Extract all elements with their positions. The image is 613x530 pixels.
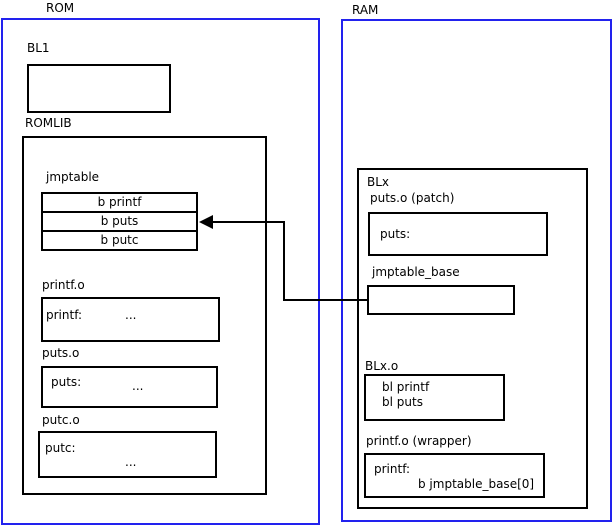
romlib-label: ROMLIB <box>25 116 72 130</box>
jmptable-label: jmptable <box>46 170 100 184</box>
puts-symbol: puts: <box>51 375 82 389</box>
blx-o-instruction-bl-printf: bl printf <box>382 380 430 394</box>
putc-symbol: putc: <box>45 441 76 455</box>
blx-box <box>357 168 588 509</box>
bl1-label: BL1 <box>27 41 50 55</box>
printf-o-label: printf.o <box>42 278 85 292</box>
arrow-segment-horizontal-lower <box>283 299 368 301</box>
printf-wrapper-box: printf: b jmptable_base[0] <box>364 453 545 498</box>
printf-symbol: printf: <box>46 308 83 322</box>
arrow-segment-horizontal-upper <box>212 221 284 223</box>
jmptable-entry-puts: b puts <box>41 211 198 232</box>
jmptable-base-box <box>367 285 515 315</box>
jmptable-box: b printf b puts b putc <box>41 192 198 251</box>
blx-o-box: bl printf bl puts <box>364 374 505 421</box>
puts-patch-box: puts: <box>368 212 548 256</box>
puts-o-box: puts: ... <box>41 366 218 408</box>
rom-region-title: ROM <box>46 1 75 15</box>
putc-o-box: putc: ... <box>38 431 217 478</box>
puts-patch-label: puts.o (patch) <box>370 191 455 205</box>
printf-body-ellipsis: ... <box>125 308 137 322</box>
blx-o-instruction-bl-puts: bl puts <box>382 395 423 409</box>
blx-o-label: BLx.o <box>365 359 399 373</box>
jmptable-base-label: jmptable_base <box>372 265 460 279</box>
ram-region-frame <box>341 19 612 522</box>
printf-wrapper-symbol: printf: <box>374 462 411 476</box>
putc-body-ellipsis: ... <box>125 455 137 469</box>
ram-region-title: RAM <box>352 3 379 17</box>
arrow-segment-vertical <box>283 221 285 301</box>
arrow-head-icon <box>199 215 213 229</box>
jmptable-entry-printf: b printf <box>41 192 198 213</box>
romlib-box <box>22 136 267 495</box>
puts-o-label: puts.o <box>42 346 80 360</box>
printf-o-box: printf: ... <box>41 297 220 342</box>
printf-wrapper-label: printf.o (wrapper) <box>366 434 472 448</box>
rom-region-frame <box>1 18 320 525</box>
putc-o-label: putc.o <box>42 413 80 427</box>
puts-patch-symbol: puts: <box>380 227 411 241</box>
bl1-box <box>27 64 171 113</box>
jmptable-entry-putc: b putc <box>41 230 198 251</box>
printf-wrapper-instruction: b jmptable_base[0] <box>418 477 535 491</box>
blx-label: BLx <box>367 175 390 189</box>
puts-body-ellipsis: ... <box>132 379 144 393</box>
